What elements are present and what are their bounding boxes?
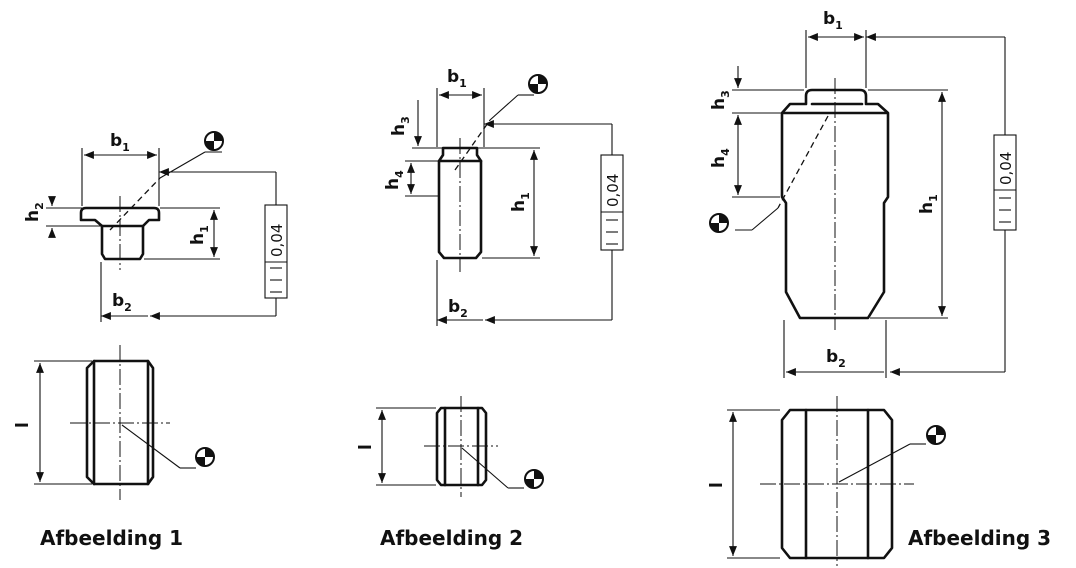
label-b2: b2 [826, 347, 846, 370]
label-l: l [707, 482, 727, 488]
tolerance-value: 0,04 [604, 174, 622, 207]
label-h1: h1 [188, 225, 211, 245]
datum-symbol-icon [204, 131, 224, 151]
datum-symbol-icon [195, 447, 215, 467]
tolerance-value: 0,04 [997, 152, 1015, 185]
figure-3-side-view [727, 396, 946, 566]
datum-symbol-icon [926, 425, 946, 445]
label-h1: h1 [917, 194, 940, 214]
figure-2-side-view [376, 396, 544, 497]
label-b1: b1 [110, 131, 130, 154]
label-h4: h4 [383, 170, 406, 190]
label-h3: h3 [709, 90, 732, 110]
figure-2-top-view [405, 74, 624, 326]
figure-3-top-view [709, 30, 1017, 378]
label-h4: h4 [709, 148, 732, 168]
label-l: l [13, 422, 33, 428]
label-b1: b1 [447, 67, 467, 90]
label-h2: h2 [23, 202, 46, 222]
figure-1-top-view [46, 131, 288, 322]
figure-1-side-view [34, 345, 215, 500]
label-b2: b2 [448, 297, 468, 320]
label-b2: b2 [112, 291, 132, 314]
caption-figure-2: Afbeelding 2 [380, 526, 523, 550]
caption-figure-1: Afbeelding 1 [40, 526, 183, 550]
label-b1: b1 [823, 9, 843, 32]
datum-symbol-icon [709, 213, 729, 233]
label-l: l [356, 444, 376, 450]
label-h1: h1 [509, 192, 532, 212]
datum-symbol-icon [524, 469, 544, 489]
caption-figure-3: Afbeelding 3 [908, 526, 1051, 550]
datum-symbol-icon [528, 74, 548, 94]
label-h3: h3 [389, 116, 412, 136]
tolerance-value: 0,04 [268, 224, 286, 257]
